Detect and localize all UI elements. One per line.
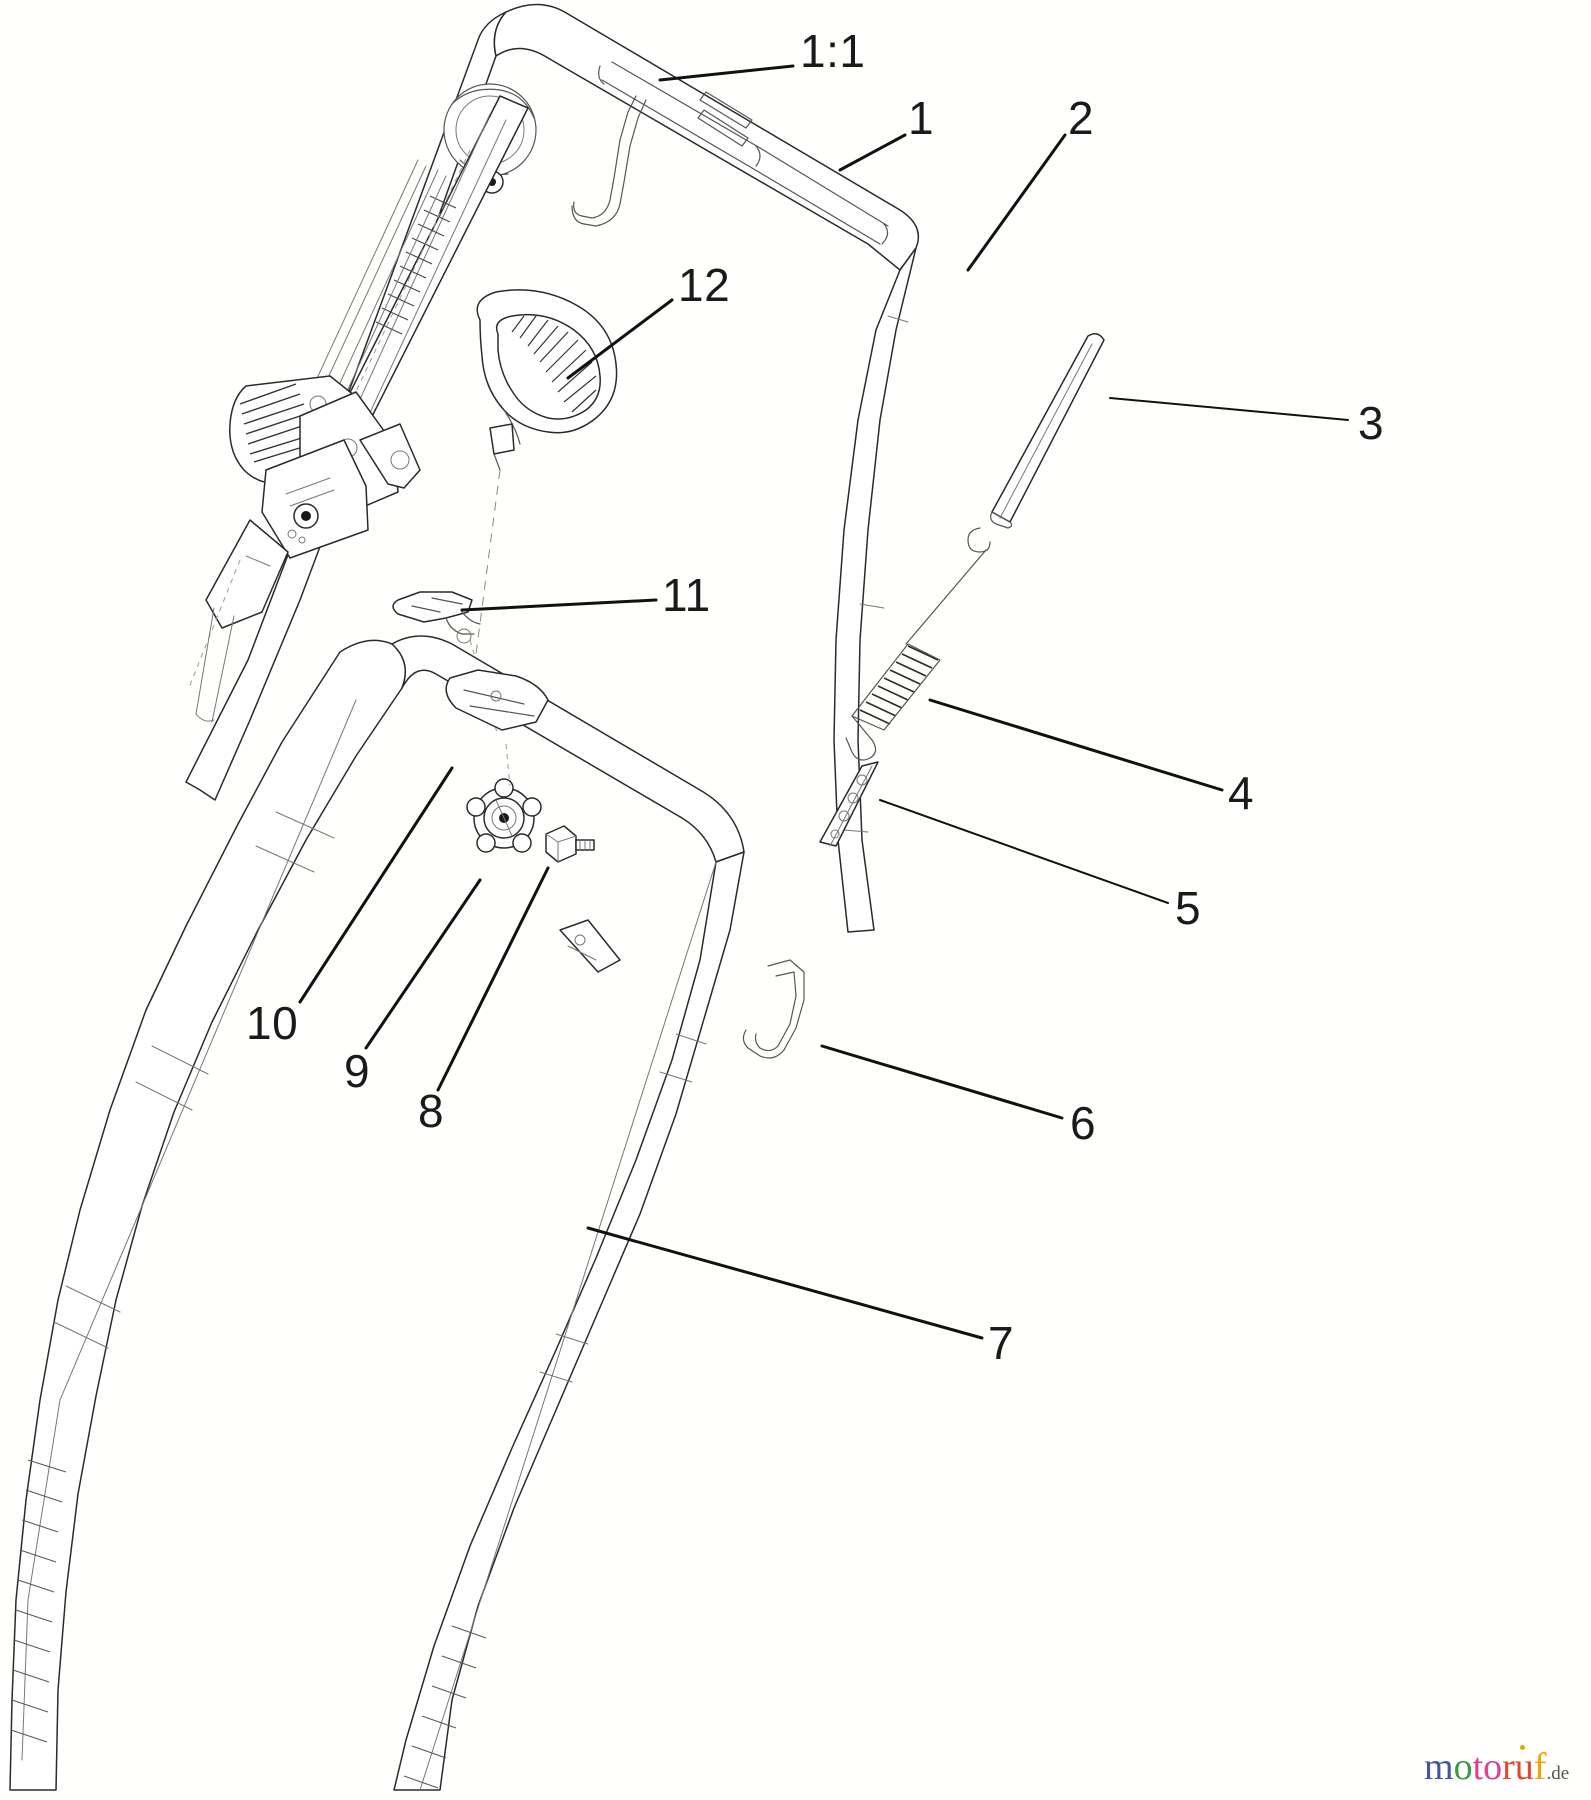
logo-letter-u: u [1514,1746,1534,1788]
logo-letter-m: m [1424,1746,1454,1788]
callout-4: 4 [1228,767,1255,819]
callout-11: 11 [662,569,711,621]
callout-8: 8 [418,1085,445,1137]
logo-letter-r: r [1502,1746,1515,1788]
callout-2: 2 [1068,92,1095,144]
callout-3: 3 [1358,397,1385,449]
spring-part-4 [845,527,991,761]
bail-lever-group [187,83,537,723]
lower-handlebar-group [9,635,745,1791]
logo-letter-t: t [1472,1746,1484,1788]
plate-part-5 [819,761,879,847]
leader-lines [298,64,1349,1340]
logo-letter-o2: o [1483,1746,1503,1788]
logo-suffix: .de [1546,1763,1570,1784]
hook-part-1 [571,95,647,227]
callout-10: 10 [246,997,299,1049]
logo-dot-icon [1520,1745,1526,1750]
callout-9: 9 [344,1045,371,1097]
cable-clip-group [392,591,499,737]
starter-handle-group [469,289,618,701]
logo-letter-o1: o [1453,1746,1473,1788]
motoruf-logo: motoruf.de [1424,1745,1570,1788]
callout-5: 5 [1175,882,1202,934]
callout-1: 1 [908,92,935,144]
logo-letter-f: f [1533,1746,1547,1788]
hook-part-6 [742,959,805,1059]
callout-1-1: 1:1 [800,25,866,77]
callout-12: 12 [678,259,731,311]
callout-7: 7 [988,1317,1015,1369]
rod-part-3 [990,333,1105,529]
star-knob-group [466,743,595,863]
callout-6: 6 [1070,1097,1097,1149]
